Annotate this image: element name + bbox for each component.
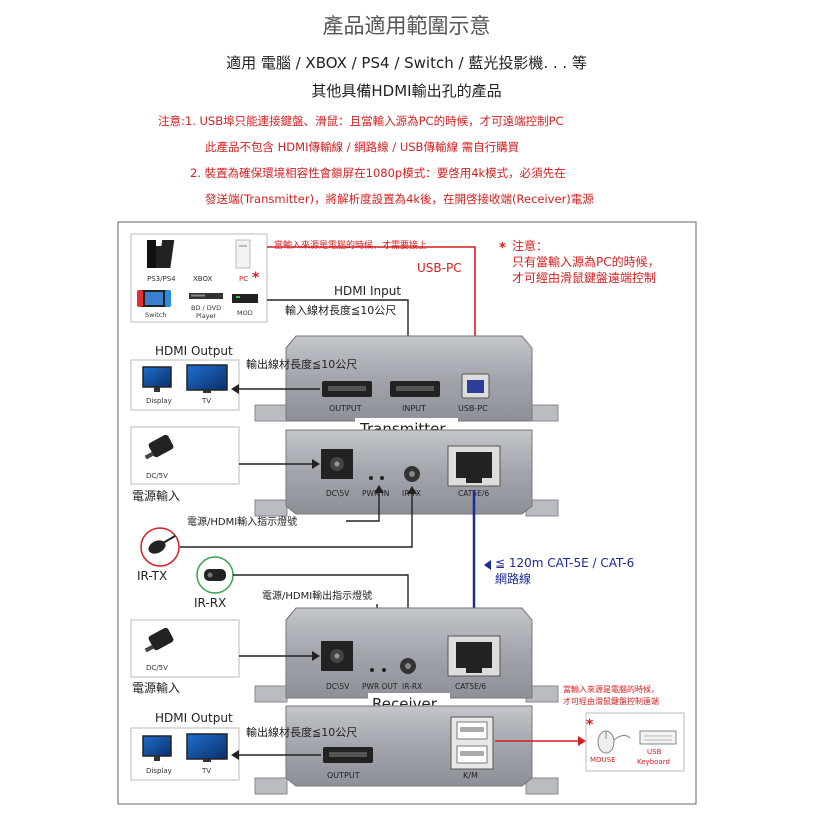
km-note-line-1: 當輸入來源是電腦的時候， <box>563 684 659 694</box>
source-switch-label: Switch <box>145 311 167 319</box>
note-line-2: 此產品不包含 HDMI傳輸線 / 網路線 / USB傳輸線 需自行購買 <box>205 140 520 154</box>
subtitle-line-1: 適用 電腦 / XBOX / PS4 / Switch / 藍光投影機. . .… <box>226 54 587 72</box>
km-devices-box: * MOUSE USB Keyboard <box>585 712 685 772</box>
sources-box: PS3/PS4 XBOX PC * Switch BD / DVD <box>130 233 268 323</box>
tx-power-in-label: 電源輸入 <box>132 488 180 503</box>
source-mod-label: MOD <box>237 309 253 317</box>
ir-tx-line <box>180 488 413 548</box>
source-bd-label: BD / DVD <box>191 304 221 312</box>
rx-power-box: DC/5V <box>130 619 240 678</box>
tx-dc5v-label: DC/5V <box>146 472 168 480</box>
rx-tv-icon <box>186 733 228 762</box>
ir-tx-label: IR-TX <box>137 569 167 583</box>
rx-tv-label: TV <box>201 767 211 775</box>
rx-display-monitor-icon <box>142 735 172 761</box>
tx-port-usb-label: USB-PC <box>458 404 488 413</box>
rx-port-cat-label: CAT5E/6 <box>455 682 486 691</box>
tx-port-pwr-label: PWR IN <box>362 489 389 498</box>
rx-led-2 <box>382 668 386 672</box>
hdmi-input-title: HDMI Input <box>334 284 401 298</box>
ir-rx-label: IR-RX <box>194 596 226 610</box>
ir-rx-icon <box>196 556 234 594</box>
note-line-1: 注意:1. USB埠只能連接鍵盤、滑鼠：且當輸入源為PC的時候，才可遠端控制PC <box>158 114 564 128</box>
diagram-frame <box>117 221 697 805</box>
transmitter-bottom-unit: DC\5V PWR IN IR-TX CAT5E/6 <box>254 429 559 517</box>
tx-led-2 <box>380 476 384 480</box>
rx-led-1 <box>370 668 374 672</box>
rx-power-adapter-icon <box>144 627 174 653</box>
tx-hdmi-output-title: HDMI Output <box>155 344 233 358</box>
rx-port-output-label: OUTPUT <box>327 771 360 780</box>
km-note-line-2: 才可經由滑鼠鍵盤控制遠端 <box>563 696 659 706</box>
usb-pc-label: USB-PC <box>417 261 462 275</box>
transmitter-top-unit: OUTPUT INPUT USB-PC <box>254 335 559 422</box>
ir-tx-icon <box>140 527 180 567</box>
receiver-bottom-unit: OUTPUT K/M <box>254 705 559 795</box>
receiver-top-unit: DC\5V PWR OUT IR-RX CAT5E/6 <box>254 607 559 703</box>
star-note-line-2: 才可經由滑鼠鍵盤遠端控制 <box>512 270 656 285</box>
tv-icon <box>186 364 228 393</box>
usb-pc-red-line <box>267 246 476 370</box>
rx-power-in-label: 電源輸入 <box>132 680 180 695</box>
note-line-3: 2. 裝置為確保環境相容性會鎖屏在1080p模式：要啓用4k模式，必須先在 <box>190 166 566 180</box>
source-ps-label: PS3/PS4 <box>147 275 176 283</box>
rx-dc5v-label: DC/5V <box>146 664 168 672</box>
tx-indicator-label: 電源/HDMI輸入指示燈號 <box>187 515 297 528</box>
rx-km-usb-ports <box>450 716 494 770</box>
rx-port-km-label: K/M <box>463 771 478 780</box>
source-xbox-label: XBOX <box>193 275 213 283</box>
tx-indicator-line <box>346 486 380 522</box>
keyboard-icon <box>639 730 677 745</box>
rx-port-irrx-label: IR-RX <box>402 682 422 691</box>
tx-display-label: Display <box>146 397 172 405</box>
usb-label: USB <box>647 748 662 756</box>
tx-port-dc-label: DC\5V <box>326 489 350 498</box>
tx-port-output-label: OUTPUT <box>329 404 362 413</box>
star-icon: * <box>252 270 260 286</box>
usb-note-line: 當輸入來源是電腦的時候，才需要接上 <box>274 239 427 251</box>
tx-power-box: DC/5V <box>130 426 240 485</box>
note-line-4: 發送端(Transmitter)，將解析度設置為4k後，在開啓接收端(Recei… <box>205 192 594 206</box>
rx-output-length-label: 輸出線材長度≦10公尺 <box>246 725 357 739</box>
tx-port-input-label: INPUT <box>402 404 426 413</box>
display-monitor-icon <box>142 366 172 392</box>
switch-icon <box>137 290 171 307</box>
rx-display-label: Display <box>146 767 172 775</box>
star-note-icon: * <box>499 241 506 256</box>
star-note-line-1: 只有當輸入源為PC的時候， <box>512 254 660 269</box>
transmitter-top-body <box>285 335 533 422</box>
source-pc-label: PC <box>239 275 248 283</box>
source-player-label: Player <box>196 312 217 320</box>
rx-port-dc-label: DC\5V <box>326 682 350 691</box>
mouse-label: MOUSE <box>590 756 616 764</box>
receiver-bottom-body <box>285 705 533 787</box>
input-length-label: 輸入線材長度≦10公尺 <box>285 303 396 317</box>
cat-cable-name: 網路線 <box>495 571 531 586</box>
tx-led-1 <box>369 476 373 480</box>
xbox-icon <box>158 240 175 268</box>
keyboard-label: Keyboard <box>637 758 670 766</box>
rx-display-box: Display TV <box>130 727 240 781</box>
rx-hdmi-output-title: HDMI Output <box>155 711 233 725</box>
output-length-label: 輸出線材長度≦10公尺 <box>246 357 357 371</box>
km-star-icon: * <box>586 717 594 733</box>
mouse-icon <box>597 730 631 754</box>
bd-player-icon <box>189 293 223 299</box>
pc-icon <box>235 239 251 269</box>
page-title: 產品適用範圍示意 <box>322 14 491 38</box>
cat-cable-length: ≦ 120m CAT-5E / CAT-6 <box>495 556 634 570</box>
tx-power-adapter-icon <box>144 434 174 460</box>
tx-tv-label: TV <box>201 397 211 405</box>
tx-display-box: Display TV <box>130 359 240 411</box>
rx-indicator-label: 電源/HDMI輸出指示燈號 <box>262 589 372 602</box>
mod-box-icon <box>232 294 258 303</box>
star-note-title: 注意： <box>512 238 548 253</box>
subtitle-line-2: 其他具備HDMI輸出孔的產品 <box>311 82 502 100</box>
rx-port-pwr-label: PWR OUT <box>362 682 398 691</box>
